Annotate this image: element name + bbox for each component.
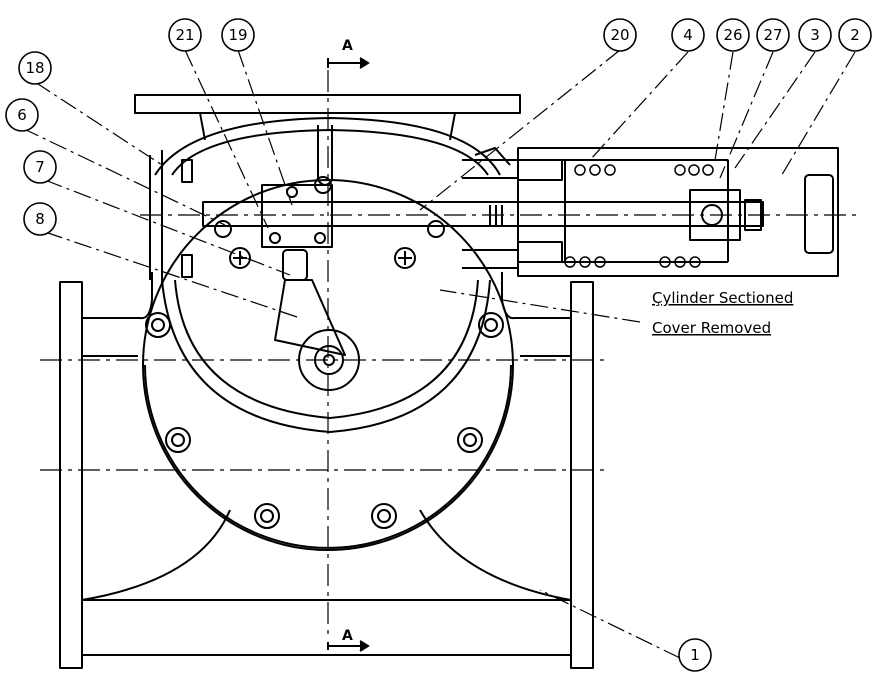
section-label-bottom: A bbox=[342, 628, 353, 644]
cylinder-sectioned-note: Çylinder Sectioned bbox=[652, 289, 793, 307]
left-flange bbox=[59, 281, 83, 669]
clevis-block bbox=[261, 176, 333, 248]
center-lines bbox=[40, 70, 860, 640]
spring-coils bbox=[564, 164, 714, 268]
cover-removed-note: Cover Removed bbox=[652, 319, 771, 337]
lever-arm bbox=[274, 249, 360, 391]
callout-circle-21 bbox=[168, 18, 202, 52]
callout-label-26: 26 bbox=[723, 26, 742, 44]
callout-label-8: 8 bbox=[35, 210, 45, 228]
callout-circle-26 bbox=[716, 18, 750, 52]
callout-label-3: 3 bbox=[810, 26, 820, 44]
callout-label-19: 19 bbox=[228, 26, 247, 44]
callout-circle-6 bbox=[5, 98, 39, 132]
callout-circles bbox=[5, 18, 872, 672]
callout-label-4: 4 bbox=[683, 26, 693, 44]
callout-circle-19 bbox=[221, 18, 255, 52]
section-label-top: A bbox=[342, 38, 353, 54]
callout-label-27: 27 bbox=[763, 26, 782, 44]
callout-circle-1 bbox=[678, 638, 712, 672]
leader-lines bbox=[21, 49, 856, 659]
bolts bbox=[145, 220, 504, 529]
right-flange bbox=[570, 281, 594, 669]
callout-circle-4 bbox=[671, 18, 705, 52]
callout-circle-3 bbox=[798, 18, 832, 52]
callout-label-7: 7 bbox=[35, 158, 45, 176]
callout-label-6: 6 bbox=[17, 106, 27, 124]
callout-circle-18 bbox=[18, 51, 52, 85]
cylinder-body bbox=[462, 147, 839, 277]
callout-circle-7 bbox=[23, 150, 57, 184]
callout-label-21: 21 bbox=[175, 26, 194, 44]
callout-label-18: 18 bbox=[25, 59, 44, 77]
callout-circle-20 bbox=[603, 18, 637, 52]
section-markers bbox=[327, 57, 370, 652]
callout-label-20: 20 bbox=[610, 26, 629, 44]
callout-label-1: 1 bbox=[690, 646, 700, 664]
callout-circle-27 bbox=[756, 18, 790, 52]
callout-circle-2 bbox=[838, 18, 872, 52]
callout-circle-8 bbox=[23, 202, 57, 236]
callout-label-2: 2 bbox=[850, 26, 860, 44]
